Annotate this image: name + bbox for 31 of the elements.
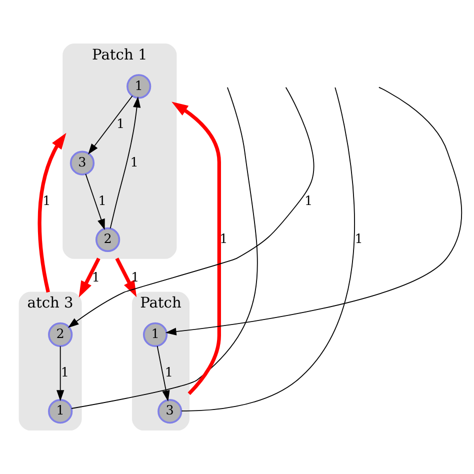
node-circle: 3	[70, 150, 95, 176]
edge-label: 1	[130, 155, 138, 170]
connector	[71, 86, 258, 409]
edge-label: 1	[116, 117, 125, 132]
arrow	[68, 86, 314, 328]
arrow	[115, 258, 137, 298]
arrow	[165, 86, 462, 336]
edge-label: 1	[354, 232, 363, 248]
node-circle: 1	[48, 399, 73, 424]
node-circle: 2	[95, 227, 120, 252]
node-circle: 3	[158, 399, 182, 424]
edge-label: 1	[92, 270, 100, 286]
edge-label: 1	[304, 194, 313, 209]
node-circle: 2	[48, 322, 73, 347]
edge-label: 1	[164, 365, 174, 380]
connector	[181, 87, 355, 412]
edge-label: 1	[131, 270, 140, 286]
node-circle: 1	[142, 322, 168, 347]
arrow	[156, 346, 170, 402]
edge-label: 1	[98, 194, 106, 209]
node-circle: 1	[126, 74, 152, 99]
arrow	[38, 132, 66, 293]
arrow	[110, 96, 141, 229]
arrow	[85, 174, 105, 230]
arrow	[78, 258, 100, 298]
edge-label: 1	[220, 232, 228, 248]
arrow	[172, 102, 221, 395]
arrow	[56, 346, 64, 402]
edge-label: 1	[42, 194, 51, 209]
edge-label: 1	[60, 365, 69, 380]
arrow	[88, 95, 133, 155]
